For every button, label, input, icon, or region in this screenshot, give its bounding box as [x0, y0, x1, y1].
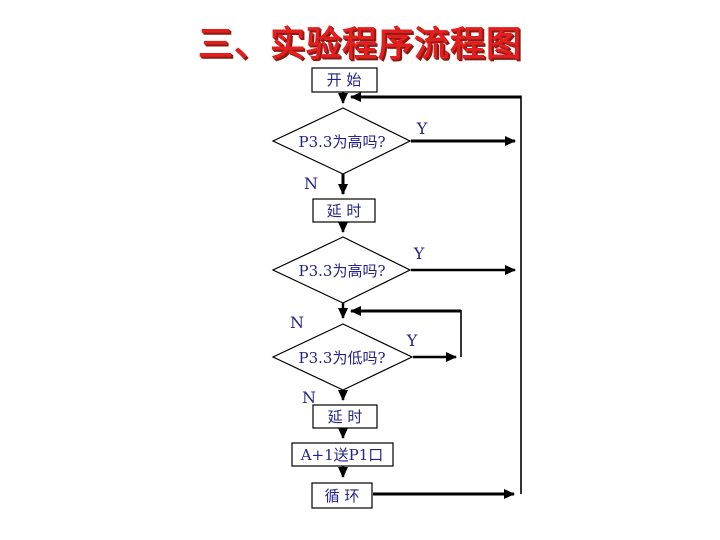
d2-yes-label: Y [413, 244, 425, 263]
flow-branch-labels: Y N Y N Y N [290, 119, 428, 407]
d1-no-label: N [304, 174, 318, 193]
node-add-box [291, 442, 394, 467]
decision1-label: P3.3为高吗? [299, 133, 386, 151]
flow-node-labels: 开 始 P3.3为高吗? 延 时 P3.3为高吗? P3.3为低吗? 延 时 A… [299, 71, 386, 505]
d3-no-label: N [302, 388, 316, 407]
node-decision3-diamond [271, 323, 414, 391]
delay2-label: 延 时 [328, 408, 363, 426]
start-label: 开 始 [327, 71, 362, 89]
loop-label: 循 环 [325, 487, 360, 505]
node-decision1-diamond [271, 107, 412, 175]
d1-yes-label: Y [416, 119, 428, 138]
decision3-label: P3.3为低吗? [299, 349, 386, 367]
node-delay2-box [312, 404, 378, 429]
node-decision2-diamond [271, 236, 412, 304]
node-loop-box [311, 482, 373, 509]
add-label: A+1送P1口 [300, 446, 384, 464]
node-delay1-box [312, 198, 376, 223]
flow-nodes [271, 67, 414, 509]
node-start-box [311, 67, 378, 93]
d3-yes-label: Y [406, 331, 418, 350]
d2-no-label: N [290, 313, 304, 332]
delay1-label: 延 时 [327, 202, 362, 220]
decision2-label: P3.3为高吗? [299, 262, 386, 280]
page-title: 三、实验程序流程图 [197, 24, 522, 65]
